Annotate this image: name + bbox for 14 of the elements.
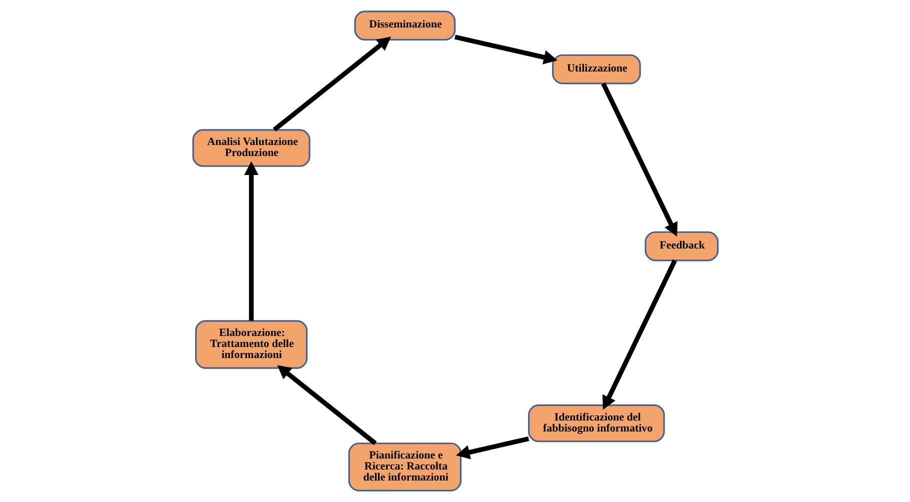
node-box: Pianificazione e Ricerca: Raccolta delle informazioni [348,442,462,492]
arrow [455,436,529,460]
node-box: Analisi Valutazione Produzione [192,129,310,167]
arrow [600,82,678,237]
arrow [244,161,258,321]
node-box: Disseminazione [354,10,456,41]
arrow [602,259,676,410]
node-box: Feedback [644,231,718,262]
arrow [276,365,376,446]
node-box: Identificazione del fabbisogno informativo [528,404,664,442]
node-box: Elaborazione: Trattamento delle informazioni [194,320,308,369]
node-box: Utilizzazione [552,54,640,84]
arrow [272,36,391,132]
arrow [454,34,557,64]
